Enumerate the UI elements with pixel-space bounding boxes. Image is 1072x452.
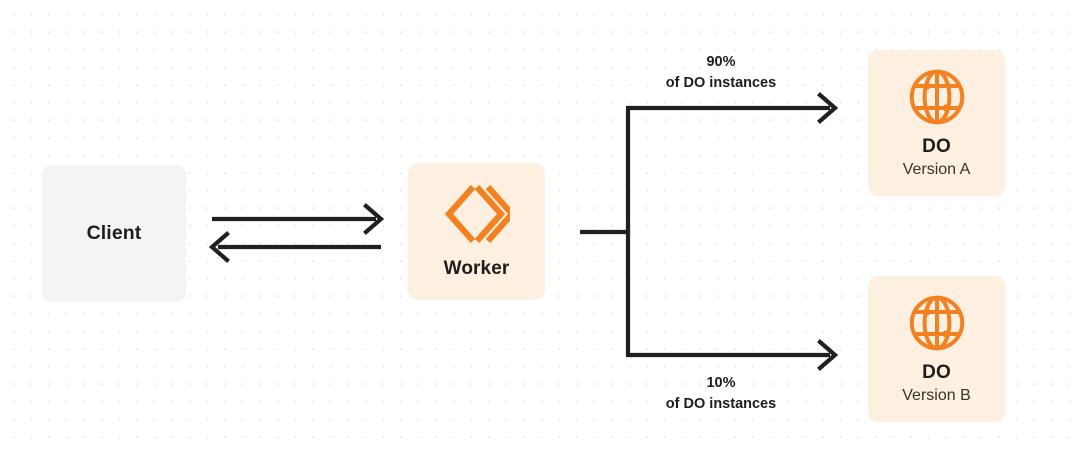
node-do-b-sublabel: Version B (902, 386, 971, 404)
node-client-label: Client (86, 221, 142, 244)
edge-label-do-a: 90% of DO instances (637, 52, 805, 93)
node-do-version-b: DO Version B (868, 276, 1005, 422)
edge-label-do-b-caption: of DO instances (665, 395, 777, 412)
node-do-a-label: DO (922, 135, 951, 157)
node-do-a-sublabel: Version A (902, 160, 971, 178)
edge-label-do-b: 10% of DO instances (637, 373, 805, 414)
arrow-client-to-worker (212, 203, 385, 235)
edge-label-do-b-percent: 10% (706, 375, 736, 391)
arrow-worker-to-do-b (626, 339, 839, 371)
globe-icon (908, 68, 966, 126)
arrow-worker-to-client (208, 231, 381, 263)
edge-label-do-a-percent: 90% (706, 54, 736, 70)
node-worker-label: Worker (443, 258, 510, 280)
branch-connector (580, 108, 631, 355)
node-do-version-a: DO Version A (868, 50, 1005, 196)
cloudflare-workers-icon (444, 183, 516, 245)
edge-label-do-a-caption: of DO instances (665, 74, 777, 91)
node-client: Client (42, 165, 186, 302)
globe-icon (908, 294, 966, 352)
node-do-b-label: DO (922, 361, 951, 383)
node-worker: Worker (408, 163, 545, 300)
arrow-worker-to-do-a (626, 92, 839, 124)
